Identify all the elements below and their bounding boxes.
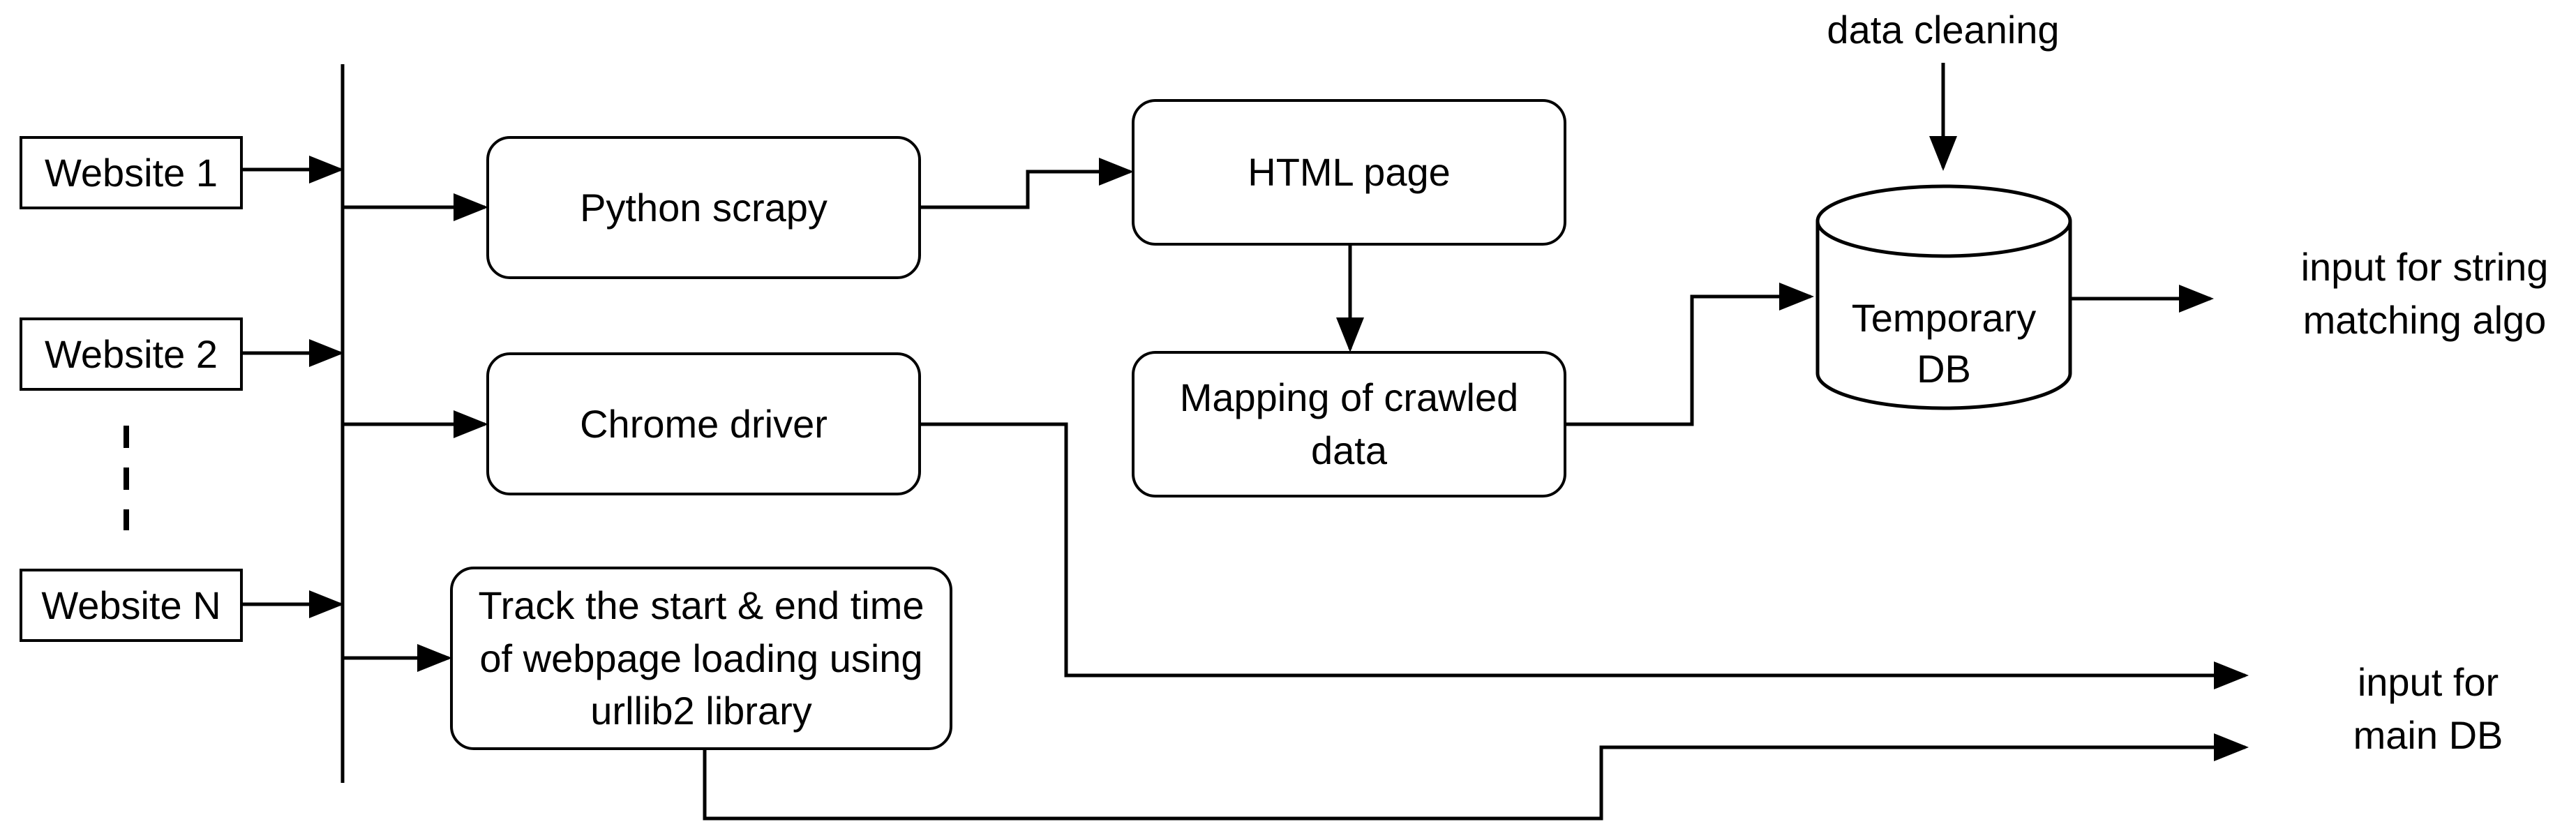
mapping-to-db-arrow xyxy=(1566,283,1814,426)
website-n-box: Website N xyxy=(20,569,243,642)
track-loading-label: Track the start & end time of webpage lo… xyxy=(478,583,924,733)
main-db-output-label: input for main DB xyxy=(2353,660,2503,757)
website-2-box: Website 2 xyxy=(20,317,243,391)
python-scrapy-box: Python scrapy xyxy=(486,136,921,279)
data-cleaning-label: data cleaning xyxy=(1827,8,2060,52)
chrome-driver-box: Chrome driver xyxy=(486,352,921,495)
python-scrapy-label: Python scrapy xyxy=(580,185,828,230)
website-1-box: Website 1 xyxy=(20,136,243,209)
website-2-label: Website 2 xyxy=(45,331,218,376)
track-loading-box: Track the start & end time of webpage lo… xyxy=(450,567,952,750)
chrome-driver-label: Chrome driver xyxy=(580,401,828,446)
temporary-db-cylinder xyxy=(1815,184,2072,410)
chrome-to-main-db-arrow xyxy=(921,422,2249,689)
temporary-db-label: Temporary DB xyxy=(1851,296,2037,391)
scrapy-to-html-arrow xyxy=(921,158,1134,209)
website-n-label: Website N xyxy=(41,583,221,627)
mapping-box: Mapping of crawled data xyxy=(1132,351,1566,497)
track-to-main-db-arrow xyxy=(703,733,2249,821)
website-1-label: Website 1 xyxy=(45,150,218,195)
html-page-box: HTML page xyxy=(1132,99,1566,246)
html-page-label: HTML page xyxy=(1248,150,1451,195)
string-matching-output-label: input for string matching algo xyxy=(2300,245,2549,342)
mapping-label: Mapping of crawled data xyxy=(1179,375,1519,472)
